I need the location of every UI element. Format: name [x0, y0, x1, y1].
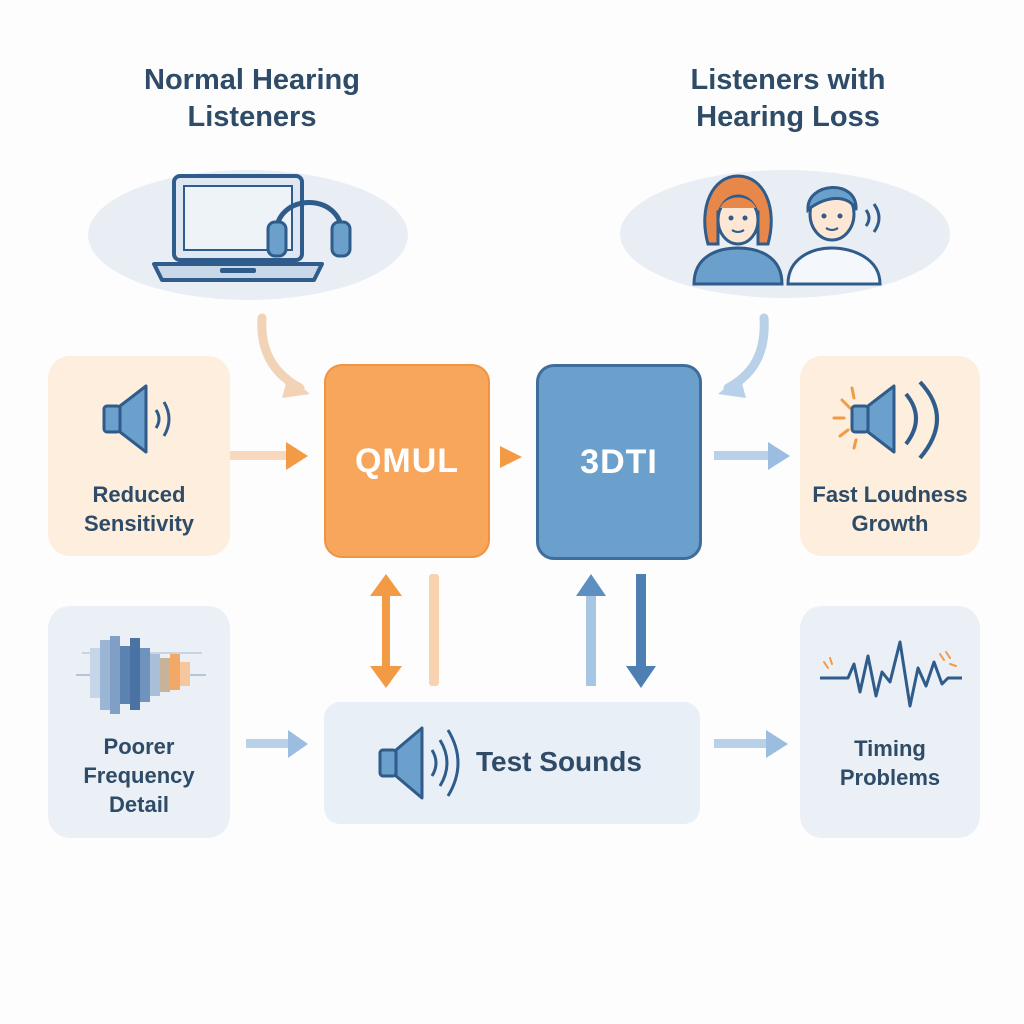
arrow-test-to-3dti [576, 574, 606, 686]
fast-loudness-growth-line1: Fast Loudness [812, 482, 968, 507]
arrow-3dti-to-loudness [714, 442, 790, 470]
hearing-loss-heading-line2: Hearing Loss [696, 101, 880, 133]
timing-problems-card: Timing Problems [800, 606, 980, 838]
arrow-3dti-to-test [626, 574, 656, 688]
poorer-frequency-detail-line2: Frequency [83, 763, 195, 788]
3dti-processor: 3DTI [536, 364, 702, 560]
test-sounds-label: Test Sounds [476, 746, 642, 777]
timing-problems-line1: Timing [854, 736, 926, 761]
reduced-sensitivity-line2: Sensitivity [83, 511, 195, 536]
fast-loudness-growth-card: Fast Loudness Growth [800, 356, 980, 556]
speaker-icon [378, 726, 460, 800]
hearing-loss-oval [620, 170, 950, 298]
people-icon [692, 174, 882, 286]
normal-hearing-heading-line1: Normal Hearing [144, 64, 360, 96]
arrow-normal-to-qmul [257, 313, 310, 398]
arrow-sensitivity-to-qmul [230, 442, 308, 470]
poorer-frequency-detail-line1: Poorer [103, 734, 175, 759]
arrow-test-to-timing [714, 730, 788, 758]
fast-loudness-growth-line2: Growth [851, 511, 929, 536]
arrow-qmul-test-bidirectional [370, 574, 402, 688]
speaker-icon [102, 384, 171, 454]
waveform-icon [820, 640, 962, 708]
normal-hearing-heading: Normal Hearing Listeners [102, 62, 402, 136]
poorer-frequency-detail-line3: Detail [109, 792, 169, 817]
normal-hearing-heading-line2: Listeners [187, 101, 317, 133]
hearing-loss-heading-line1: Listeners with [690, 64, 886, 96]
test-sounds-box: Test Sounds [324, 702, 700, 824]
arrow-qmul-to-3dti [500, 446, 522, 468]
poorer-frequency-detail-card: Poorer Frequency Detail [48, 606, 230, 838]
arrow-frequency-to-test [246, 730, 308, 758]
qmul-label: QMUL [354, 441, 460, 480]
arrow-qmul-test-faint [429, 574, 439, 686]
loud-speaker-icon [832, 380, 939, 460]
qmul-processor: QMUL [324, 364, 490, 558]
arrow-hearing-loss-to-3dti [718, 313, 769, 398]
headphones-icon [266, 200, 352, 258]
spectrogram-icon [76, 636, 206, 714]
3dti-label: 3DTI [580, 442, 658, 481]
reduced-sensitivity-card: Reduced Sensitivity [48, 356, 230, 556]
reduced-sensitivity-line1: Reduced [92, 482, 186, 507]
timing-problems-line2: Problems [839, 765, 941, 790]
hearing-loss-heading: Listeners with Hearing Loss [638, 62, 938, 136]
